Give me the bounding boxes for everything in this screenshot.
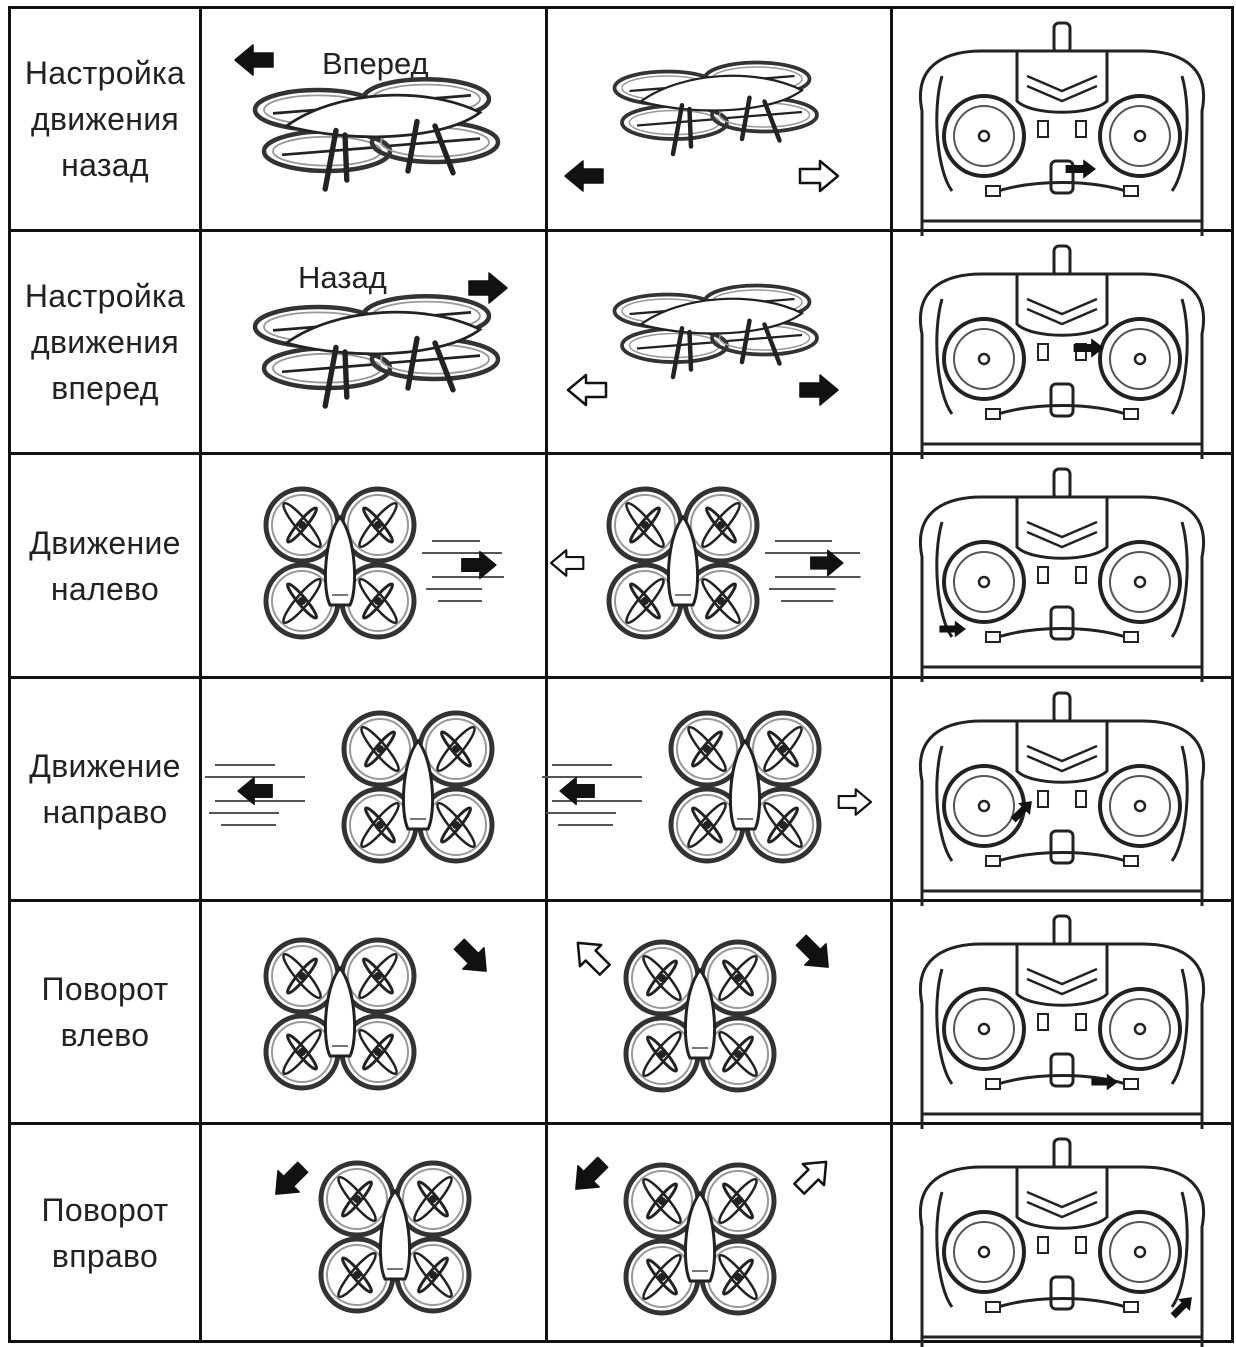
row-label: Настройка движения вперед (24, 278, 186, 406)
wind-lines-icon (205, 764, 305, 826)
trim-arrow-icon (1065, 159, 1096, 179)
drone-top-view-icon (623, 1162, 777, 1316)
grid-line (1231, 6, 1234, 1343)
grid-line (8, 1340, 1234, 1343)
wind-lines-icon (422, 540, 504, 602)
drone-side-view-icon (612, 60, 819, 157)
drone-top-view-icon (263, 486, 417, 640)
row-label: Настройка движения назад (24, 55, 186, 183)
row-label: Поворот влево (41, 971, 169, 1053)
direction-caption: Назад (298, 260, 387, 295)
drone-side-view-icon (612, 283, 819, 380)
drone-side-view-icon (252, 293, 501, 409)
grid-line (8, 1122, 1234, 1125)
trim-arrow-icon (1010, 801, 1032, 823)
solid-arrow-icon (559, 776, 595, 806)
outline-arrow-icon (576, 941, 611, 976)
row-label: Поворот вправо (41, 1191, 169, 1274)
wind-lines-icon (765, 540, 861, 602)
solid-arrow-icon (810, 549, 844, 577)
row-label-cell: Настройка движения назад (11, 9, 199, 229)
wind-lines-icon (542, 764, 642, 826)
grid-line (545, 6, 548, 1343)
drone-top-view-icon (263, 937, 417, 1091)
solid-arrow-icon (468, 272, 508, 304)
row-label-cell: Поворот вправо (11, 1125, 199, 1340)
outline-arrow-icon (837, 788, 873, 816)
solid-arrow-icon (234, 44, 274, 76)
solid-arrow-icon (275, 1161, 309, 1195)
trim-arrow-icon (1170, 1297, 1192, 1319)
row-label-cell: Настройка движения вперед (11, 232, 199, 452)
grid-line (8, 6, 1234, 9)
grid-line (8, 452, 1234, 455)
drone-top-view-icon (668, 710, 822, 864)
remote-controller-icon (919, 914, 1205, 1129)
solid-arrow-icon (799, 374, 839, 406)
trim-arrow-icon (1091, 1073, 1118, 1091)
direction-caption: Вперед (322, 46, 429, 81)
remote-controller-icon (919, 21, 1205, 236)
row-label: Движение направо (29, 748, 181, 830)
solid-arrow-icon (453, 938, 487, 972)
solid-arrow-icon (237, 776, 273, 806)
solid-arrow-icon (564, 160, 604, 192)
drone-top-view-icon (318, 1160, 472, 1314)
row-label-cell: Движение налево (11, 455, 199, 676)
grid-line (890, 6, 893, 1343)
outline-arrow-icon (566, 373, 608, 407)
outline-arrow-icon (793, 1160, 828, 1195)
solid-arrow-icon (461, 550, 497, 580)
grid-line (8, 229, 1234, 232)
grid-line (8, 6, 11, 1343)
trim-arrow-icon (1073, 338, 1104, 358)
row-label-cell: Поворот влево (11, 902, 199, 1122)
grid-line (199, 6, 202, 1343)
trim-arrow-icon (939, 620, 966, 638)
outline-arrow-icon (549, 549, 585, 577)
remote-controller-icon (919, 467, 1205, 682)
drone-top-view-icon (341, 710, 495, 864)
drone-top-view-icon (606, 486, 760, 640)
outline-arrow-icon (798, 159, 840, 193)
drone-side-view-icon (252, 76, 501, 192)
solid-arrow-icon (795, 934, 829, 968)
solid-arrow-icon (575, 1156, 609, 1190)
remote-controller-icon (919, 691, 1205, 906)
grid-line (8, 899, 1234, 902)
drone-top-view-icon (623, 939, 777, 1093)
row-label-cell: Движение направо (11, 679, 199, 899)
grid-line (8, 676, 1234, 679)
row-label: Движение налево (29, 524, 181, 607)
remote-controller-icon (919, 1137, 1205, 1347)
remote-controller-icon (919, 244, 1205, 459)
